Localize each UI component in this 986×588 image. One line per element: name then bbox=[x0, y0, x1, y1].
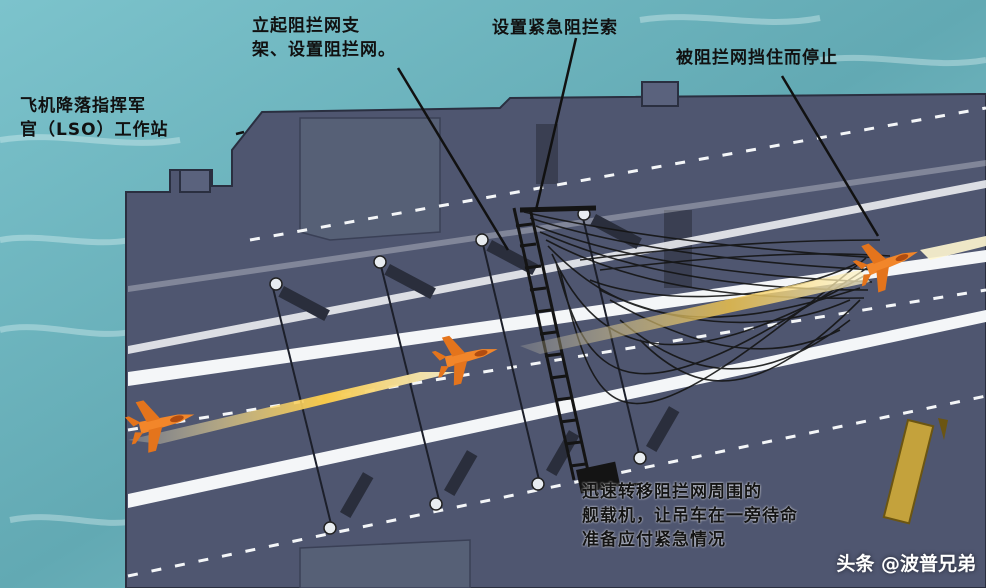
label-lso-line2: 官（LSO）工作站 bbox=[20, 120, 169, 140]
label-move-line1: 迅速转移阻拦网周围的 bbox=[582, 482, 762, 502]
island-structure bbox=[641, 81, 679, 107]
label-raise-net-line1: 立起阻拦网支 bbox=[252, 16, 360, 36]
deck-elevator-lower bbox=[299, 539, 471, 588]
net-top-cable bbox=[519, 205, 597, 213]
label-move-line2: 舰载机，让吊车在一旁待命 bbox=[582, 506, 798, 526]
lso-platform bbox=[179, 169, 211, 193]
watermark: 头条 @波普兄弟 bbox=[836, 553, 976, 575]
label-raise-net-line2: 架、设置阻拦网。 bbox=[252, 40, 396, 60]
label-lso-line1: 飞机降落指挥军 bbox=[20, 96, 146, 116]
wave-streaks bbox=[0, 14, 986, 526]
wire-arms bbox=[278, 214, 680, 518]
exhaust-trail-1 bbox=[128, 372, 456, 444]
label-move-line3: 准备应付紧急情况 bbox=[582, 530, 726, 550]
label-stopped-by-net: 被阻拦网挡住而停止 bbox=[676, 48, 838, 68]
exhaust-trail-3 bbox=[920, 236, 986, 260]
label-lso-station: 飞机降落指挥军 官（LSO）工作站 bbox=[20, 94, 169, 142]
leader-lines bbox=[235, 37, 880, 488]
label-emergency-cable: 设置紧急阻拦索 bbox=[492, 18, 618, 38]
deck-elevator-panel bbox=[299, 117, 441, 241]
deck-crane bbox=[882, 418, 948, 525]
wire-sheaves bbox=[269, 207, 647, 535]
label-raise-net: 立起阻拦网支 架、设置阻拦网。 bbox=[252, 14, 396, 62]
runway-centerline bbox=[127, 106, 986, 578]
label-move-aircraft: 迅速转移阻拦网周围的 舰载机，让吊车在一旁待命 准备应付紧急情况 bbox=[582, 480, 798, 552]
exhaust-trail-2 bbox=[520, 270, 870, 354]
